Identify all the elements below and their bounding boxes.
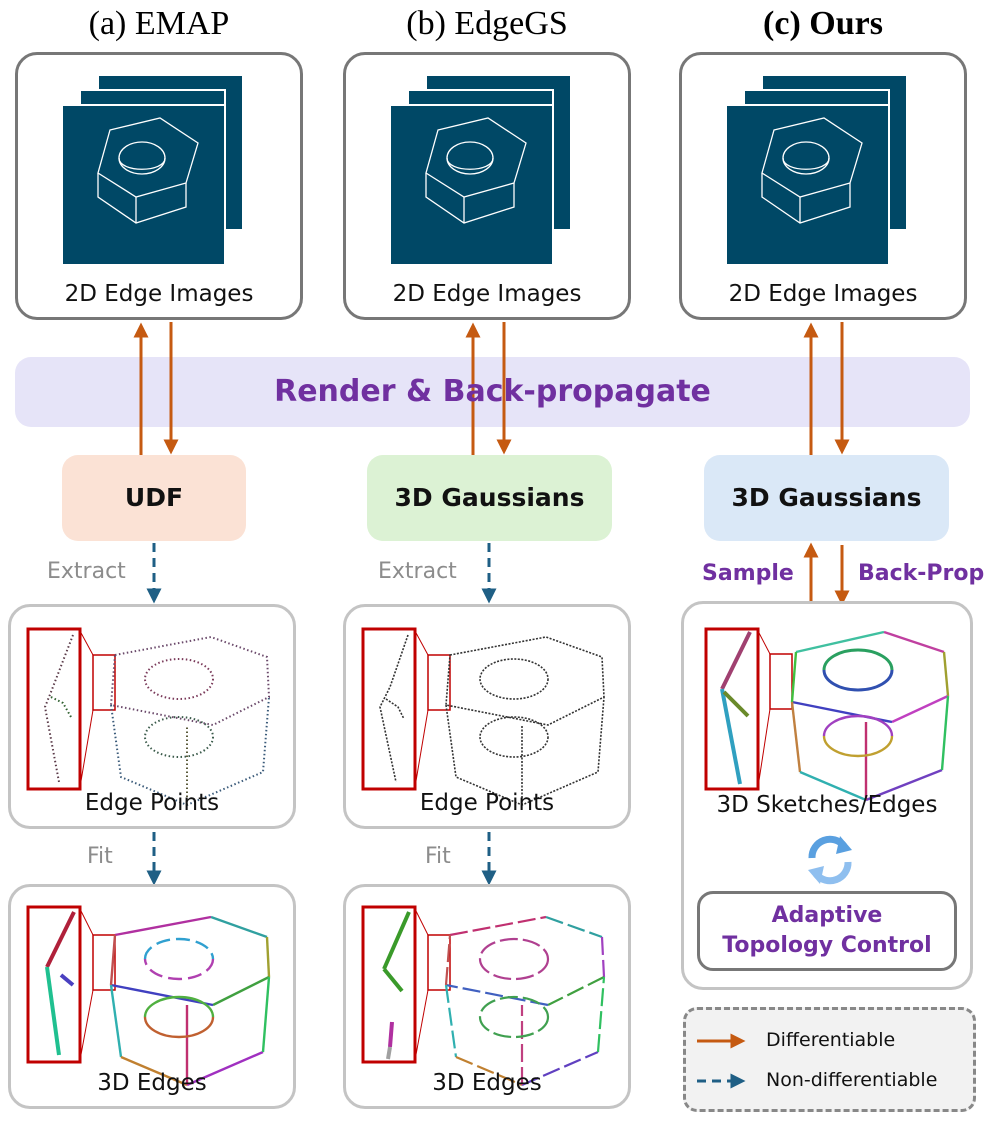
title-ours: (c) Ours: [763, 5, 883, 42]
title-emap: (a) EMAP: [88, 5, 230, 42]
sketches-caption: 3D Sketches/Edges: [716, 792, 938, 818]
3d-sketches-figure: [704, 627, 950, 802]
3d-edges-box-edgegs: 3D Edges: [343, 884, 631, 1109]
edge-images-box-ours: 2D Edge Images: [679, 52, 967, 320]
edge-image-stack-icon: [389, 74, 572, 266]
fit-label-emap: Fit: [87, 844, 113, 869]
edge-points-caption-edgegs: Edge Points: [419, 790, 555, 816]
3d-edges-caption-edgegs: 3D Edges: [432, 1070, 542, 1096]
edge-images-box-edgegs: 2D Edge Images: [343, 52, 631, 320]
edge-images-box-emap: 2D Edge Images: [15, 52, 303, 320]
3d-edges-figure: [361, 905, 606, 1087]
adaptive-line2: Topology Control: [722, 933, 932, 958]
backprop-label: Back-Prop: [858, 561, 985, 586]
fit-label-edgegs: Fit: [425, 844, 451, 869]
refresh-cycle-icon: [808, 835, 852, 885]
legend-non-differentiable-label: Non-differentiable: [766, 1069, 938, 1091]
udf-node: UDF: [62, 455, 246, 541]
edge-images-caption-ours: 2D Edge Images: [728, 281, 918, 307]
extract-label-edgegs: Extract: [378, 559, 457, 584]
gaussians-node-edgegs: 3D Gaussians: [367, 455, 612, 541]
gaussians-node-ours: 3D Gaussians: [704, 455, 949, 541]
render-backprop-label: Render & Back-propagate: [274, 374, 711, 409]
edge-images-caption-edgegs: 2D Edge Images: [392, 281, 582, 307]
legend-differentiable-label: Differentiable: [766, 1029, 896, 1051]
legend-arrows: [697, 1033, 746, 1089]
edge-image-stack-icon: [61, 74, 244, 266]
3d-edges-figure: [26, 905, 271, 1087]
3d-edges-box-emap: 3D Edges: [8, 884, 296, 1109]
sample-label: Sample: [702, 561, 794, 586]
extract-label-emap: Extract: [47, 559, 126, 584]
edge-points-caption-emap: Edge Points: [84, 790, 220, 816]
adaptive-topology-control-box: Adaptive Topology Control: [697, 891, 957, 971]
3d-edges-caption-emap: 3D Edges: [97, 1070, 207, 1096]
legend-box: Differentiable Non-differentiable: [683, 1007, 976, 1112]
edge-points-box-emap: Edge Points: [8, 604, 296, 829]
edge-image-stack-icon: [725, 74, 908, 266]
adaptive-line1: Adaptive: [771, 903, 883, 928]
edge-images-caption-emap: 2D Edge Images: [64, 281, 254, 307]
edge-points-figure: [361, 627, 605, 806]
edge-points-figure: [26, 627, 271, 807]
title-edgegs: (b) EdgeGS: [406, 5, 568, 42]
edge-points-box-edgegs: Edge Points: [343, 604, 631, 829]
